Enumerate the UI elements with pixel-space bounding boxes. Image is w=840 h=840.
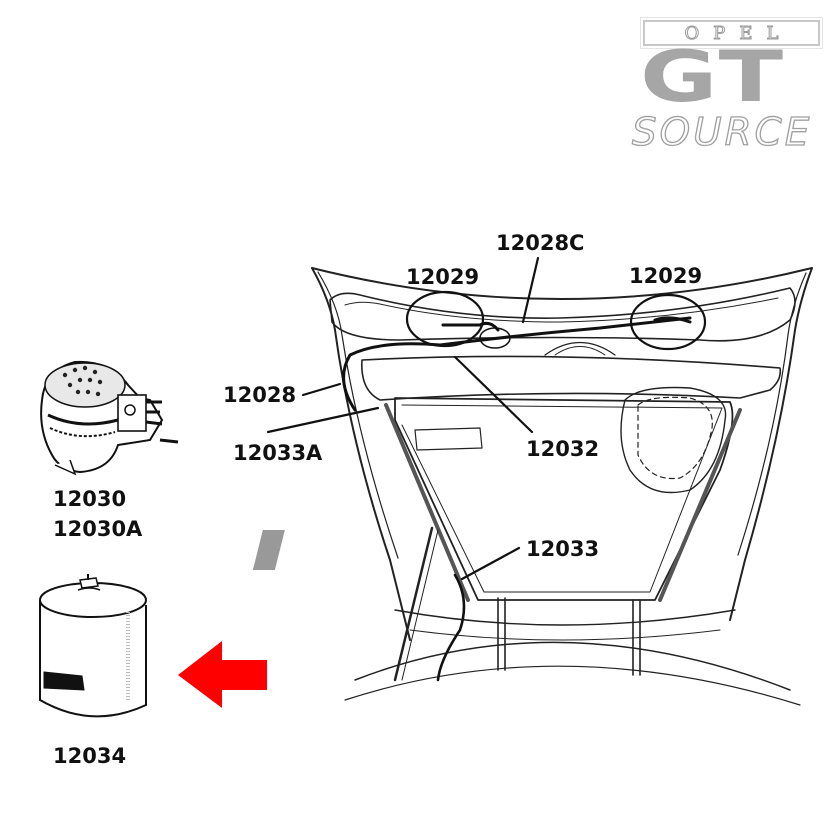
red-arrow-pointer-icon — [178, 641, 267, 708]
part-label-12030a: 12030A — [53, 517, 143, 541]
part-label-12030: 12030 — [53, 487, 127, 511]
callout-12032: 12032 — [526, 437, 600, 461]
callout-12028: 12028 — [223, 383, 297, 407]
callout-12029-left: 12029 — [406, 265, 480, 289]
part-label-12034: 12034 — [53, 744, 127, 768]
callout-12028c: 12028C — [496, 231, 585, 255]
opel-brand-text: OPEL — [684, 22, 793, 44]
canister-part-illustration — [39, 574, 147, 718]
callout-12033a: 12033A — [233, 441, 323, 465]
opel-badge: OPEL — [640, 17, 823, 49]
callout-12033: 12033 — [526, 537, 600, 561]
switch-part-illustration — [40, 360, 179, 476]
callout-12029-right: 12029 — [629, 264, 703, 288]
gt-model-text: GT — [640, 36, 786, 118]
source-tagline-text: SOURCE — [631, 110, 813, 154]
